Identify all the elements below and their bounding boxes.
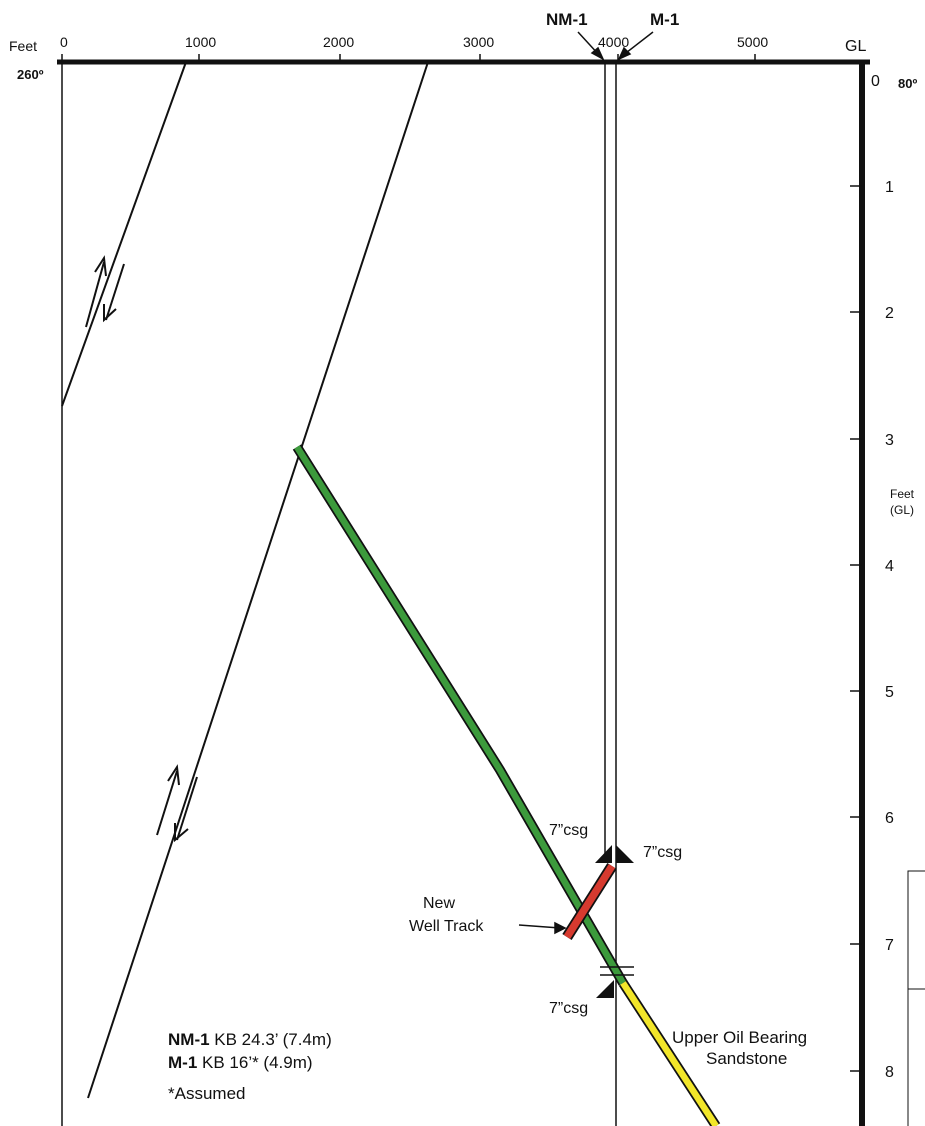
legend-nm1-detail: KB 24.3’ (7.4m)	[210, 1030, 332, 1049]
new-well-track-fill	[563, 863, 616, 940]
azimuth-right-label: 80º	[898, 76, 917, 91]
nm1-label: NM-1	[546, 10, 588, 29]
csg-label-upper-left: 7”csg	[549, 822, 588, 839]
fault-line-main	[87, 61, 429, 1099]
well-pointer-arrows	[577, 31, 654, 61]
legend-box-edge	[907, 870, 925, 990]
csg-label-lower: 7”csg	[549, 1000, 588, 1017]
legend-nm1-name: NM-1	[168, 1030, 210, 1049]
depth-label-6: 6	[885, 810, 894, 827]
x-tick-label-5000: 5000	[737, 34, 768, 50]
x-tick-label-4000: 4000	[598, 34, 629, 50]
legend-m1: M-1 KB 16’* (4.9m)	[168, 1053, 313, 1072]
fault-line-upper	[61, 61, 187, 407]
depth-label-5: 5	[885, 684, 894, 701]
fault-arrows-lower	[156, 764, 198, 843]
new-well-track-pointer	[518, 921, 567, 935]
legend-nm1: NM-1 KB 24.3’ (7.4m)	[168, 1030, 332, 1049]
new-well-track-label-2: Well Track	[409, 918, 484, 935]
sandstone-track-fill	[620, 981, 719, 1126]
gl-label: GL	[845, 38, 866, 55]
depth-label-7: 7	[885, 937, 894, 954]
fault-arrows-upper	[85, 255, 125, 328]
depth-label-8: 8	[885, 1064, 894, 1081]
x-unit-label: Feet	[9, 38, 37, 54]
depth-label-0: 0	[871, 73, 880, 90]
new-well-track-label-1: New	[423, 895, 455, 912]
sandstone-label-2: Sandstone	[706, 1049, 787, 1068]
depth-ticks	[850, 185, 862, 1072]
depth-label-2: 2	[885, 305, 894, 322]
depth-unit-label-feet: Feet	[890, 487, 915, 501]
casing-tie-marks	[600, 966, 634, 976]
legend-m1-detail: KB 16’* (4.9m)	[197, 1053, 312, 1072]
legend-note: *Assumed	[168, 1084, 245, 1103]
depth-label-3: 3	[885, 432, 894, 449]
x-tick-label-0: 0	[60, 34, 68, 50]
x-tick-label-1000: 1000	[185, 34, 216, 50]
csg-label-upper-right: 7”csg	[643, 844, 682, 861]
casing-shoe-upper-left	[595, 845, 612, 863]
depth-unit-label-gl: (GL)	[890, 503, 914, 517]
sandstone-label-1: Upper Oil Bearing	[672, 1028, 807, 1047]
legend-m1-name: M-1	[168, 1053, 197, 1072]
casing-shoe-upper-right	[616, 845, 634, 863]
azimuth-left-label: 260º	[17, 67, 44, 82]
casing-shoe-lower	[596, 980, 614, 998]
x-tick-label-3000: 3000	[463, 34, 494, 50]
x-tick-label-2000: 2000	[323, 34, 354, 50]
depth-label-4: 4	[885, 558, 894, 575]
depth-label-1: 1	[885, 179, 894, 196]
m1-label: M-1	[650, 10, 679, 29]
